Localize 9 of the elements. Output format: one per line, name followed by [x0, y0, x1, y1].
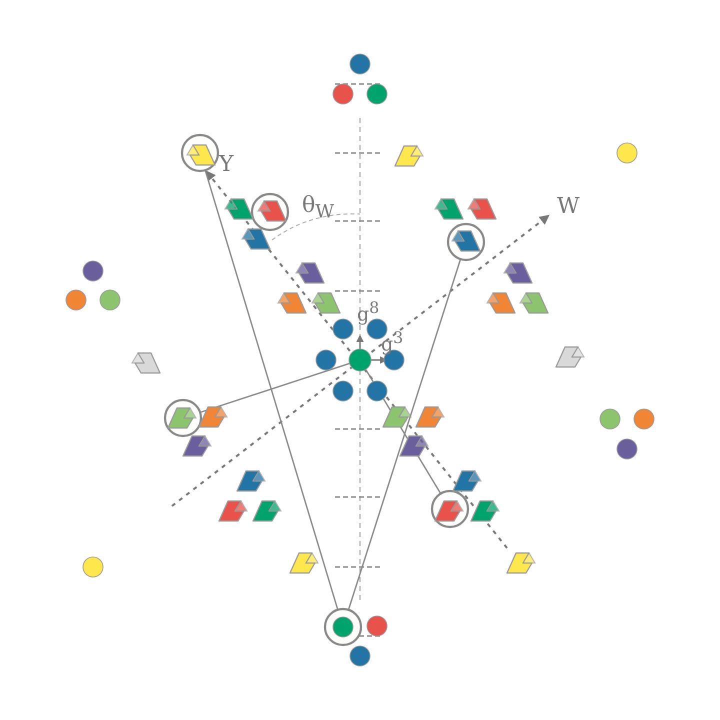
generator-label: g$^{8}$	[357, 300, 380, 324]
generator-label: g$^{3}$	[381, 330, 404, 354]
axis-label: W	[557, 196, 580, 218]
connector-line	[200, 362, 350, 414]
connector-line	[348, 258, 462, 610]
angle-label: θ$_{W}$	[302, 195, 334, 222]
connector-line	[204, 170, 338, 610]
particle-dot	[348, 348, 372, 372]
axis-label: Y	[219, 154, 234, 176]
